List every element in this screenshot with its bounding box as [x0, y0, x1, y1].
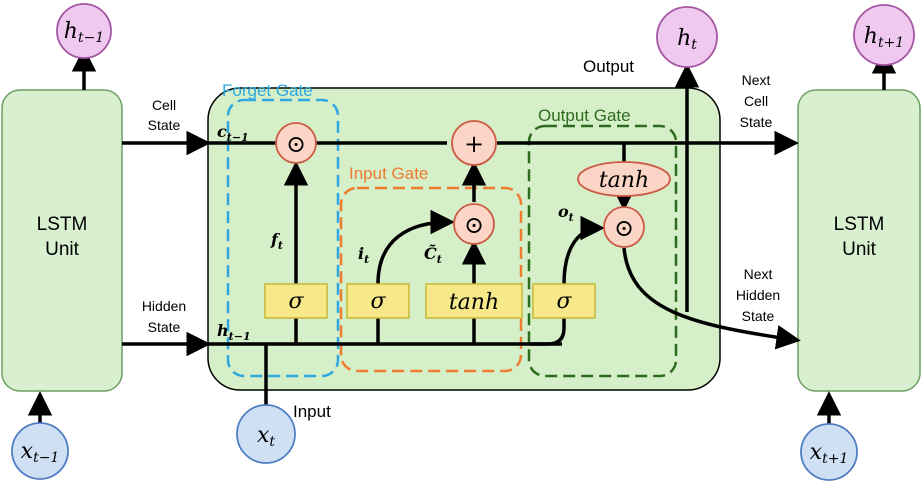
input-sigma-to-multiply — [376, 209, 455, 285]
forget-gate-region — [226, 98, 340, 378]
h-prev-label: ht−1 — [217, 321, 251, 343]
output-tanh-label: tanh — [599, 168, 649, 193]
forget-gate-label: Forget Gate — [222, 81, 313, 100]
h-curr-node: ht — [656, 6, 718, 68]
input-sigma-box: σ — [346, 283, 410, 319]
output-multiply-op: ⊙ — [603, 206, 645, 248]
x-curr-node: xt — [236, 404, 296, 464]
svg-text:ht+1: ht+1 — [864, 24, 904, 51]
it-label: it — [358, 244, 369, 266]
next-hidden-state-label-3: State — [742, 308, 775, 324]
output-label: Output — [583, 57, 634, 76]
right-lstm-unit — [797, 89, 921, 392]
tanh-label: tanh — [449, 290, 499, 315]
next-hidden-state-arrow — [622, 247, 801, 350]
forget-multiply-op: ⊙ — [275, 122, 317, 164]
svg-text:xt−1: xt−1 — [21, 439, 60, 466]
cell-state-label-2: State — [148, 117, 181, 133]
output-sigma-box: σ — [532, 283, 596, 319]
x-next-node: xt+1 — [800, 423, 858, 481]
output-sigma-to-multiply — [562, 215, 605, 285]
sigma-label: σ — [556, 289, 572, 314]
multiply-icon: ⊙ — [464, 211, 484, 239]
next-cell-state-label-1: Next — [742, 72, 771, 88]
sigma-label: σ — [370, 289, 386, 314]
x-prev-node: xt−1 — [11, 422, 69, 480]
add-op: + — [451, 120, 497, 166]
cell-state-label-1: Cell — [152, 97, 176, 113]
svg-text:xt+1: xt+1 — [810, 440, 849, 467]
input-multiply-op: ⊙ — [453, 203, 495, 245]
h-next-node: ht+1 — [853, 4, 915, 66]
next-hidden-state-label-2: Hidden — [736, 287, 780, 303]
next-cell-state-label-3: State — [740, 114, 773, 130]
next-cell-state-label-2: Cell — [744, 93, 768, 109]
hidden-state-label-2: State — [148, 319, 181, 335]
right-unit-label-1: LSTM — [834, 214, 885, 235]
output-tanh-op: tanh — [577, 161, 671, 197]
ot-label: ot — [558, 202, 574, 224]
left-lstm-unit — [1, 89, 123, 392]
svg-text:ht: ht — [677, 26, 697, 53]
left-unit-label-1: LSTM — [37, 214, 88, 235]
forget-sigma-box: σ — [264, 283, 328, 319]
output-gate-region — [527, 124, 678, 378]
input-gate-region — [339, 186, 523, 373]
next-hidden-state-label-1: Next — [744, 266, 773, 282]
tap-output-sigma — [530, 318, 566, 346]
input-tanh-box: tanh — [425, 283, 523, 319]
sigma-label: σ — [288, 289, 304, 314]
c-prev-label: ct−1 — [217, 122, 249, 144]
input-gate-label: Input Gate — [349, 164, 428, 183]
c-tilde-label: C̃t — [424, 244, 442, 266]
svg-text:ht−1: ht−1 — [64, 19, 104, 46]
left-unit-label-2: Unit — [45, 239, 80, 260]
hidden-state-label-1: Hidden — [142, 298, 186, 314]
ft-label: ft — [270, 230, 283, 252]
svg-text:xt: xt — [257, 423, 275, 450]
multiply-icon: ⊙ — [286, 130, 306, 158]
plus-icon: + — [464, 130, 484, 158]
right-unit-label-2: Unit — [842, 239, 877, 260]
h-prev-node: ht−1 — [56, 3, 112, 59]
input-label: Input — [293, 402, 331, 421]
output-gate-label: Output Gate — [538, 106, 631, 125]
multiply-icon: ⊙ — [614, 214, 634, 242]
